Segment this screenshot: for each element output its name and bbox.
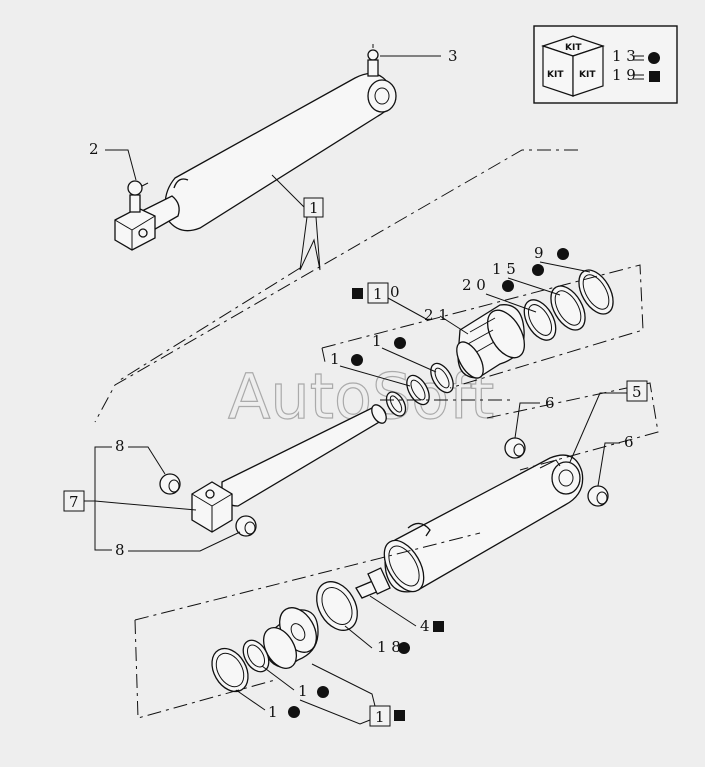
assembled-cylinder	[114, 44, 397, 251]
svg-text:7: 7	[69, 493, 79, 511]
piston-assembly-bottom	[211, 567, 391, 693]
kit-face-right: KIT	[579, 70, 596, 80]
callout-18: 1 8	[377, 638, 401, 656]
kit-legend: KIT KIT KIT 1 3 1 9	[533, 25, 678, 104]
callout-box-1-bottom	[369, 705, 391, 727]
callout-6-left: 6	[545, 394, 555, 412]
callout-box-1-bottom-square-icon	[394, 710, 405, 721]
callout-20-circle-icon	[502, 280, 514, 292]
callout-0: 0	[390, 283, 400, 301]
svg-text:1: 1	[309, 199, 319, 217]
callout-1b: 1	[330, 350, 340, 368]
svg-text:1: 1	[375, 708, 385, 726]
kit-face-top: KIT	[565, 43, 582, 53]
callout-1a-circle-icon	[394, 337, 406, 349]
callout-1d: 1	[268, 703, 278, 721]
kit-face-left: KIT	[547, 70, 564, 80]
callout-20: 2 0	[462, 276, 486, 294]
callout-1b-circle-icon	[351, 354, 363, 366]
callout-box-1-mid	[367, 282, 389, 304]
callout-9: 9	[534, 244, 544, 262]
callout-1d-circle-icon	[288, 706, 300, 718]
callout-3: 3	[448, 47, 458, 65]
callout-1a: 1	[372, 332, 382, 350]
callout-6-right: 6	[624, 433, 634, 451]
callout-box-1-mid-square-icon	[352, 288, 363, 299]
piston-assembly-top	[385, 269, 614, 417]
callout-1c: 1	[298, 682, 308, 700]
kit-row2-square-icon	[649, 71, 660, 82]
callout-1c-circle-icon	[317, 686, 329, 698]
callout-8-bottom: 8	[115, 541, 125, 559]
callout-4: 4	[420, 617, 430, 635]
callout-18-circle-icon	[398, 642, 410, 654]
kit-row1-number: 1 3	[612, 47, 636, 65]
kit-row2-number: 1 9	[612, 66, 636, 84]
kit-cube-icon: KIT KIT KIT	[541, 35, 605, 97]
svg-text:1: 1	[373, 285, 383, 303]
callout-box-5	[626, 380, 648, 402]
callout-4-square-icon	[433, 621, 444, 632]
callout-2: 2	[89, 140, 99, 158]
kit-row1-circle-icon	[648, 52, 660, 64]
callout-21: 2 1	[424, 306, 448, 324]
cylinder-barrel	[383, 437, 609, 593]
callout-8-top: 8	[115, 437, 125, 455]
callout-15-circle-icon	[532, 264, 544, 276]
callout-box-1-top	[303, 197, 324, 218]
callout-9-circle-icon	[557, 248, 569, 260]
piston-rod	[159, 404, 387, 537]
callout-15: 1 5	[492, 260, 516, 278]
svg-text:5: 5	[632, 383, 642, 401]
